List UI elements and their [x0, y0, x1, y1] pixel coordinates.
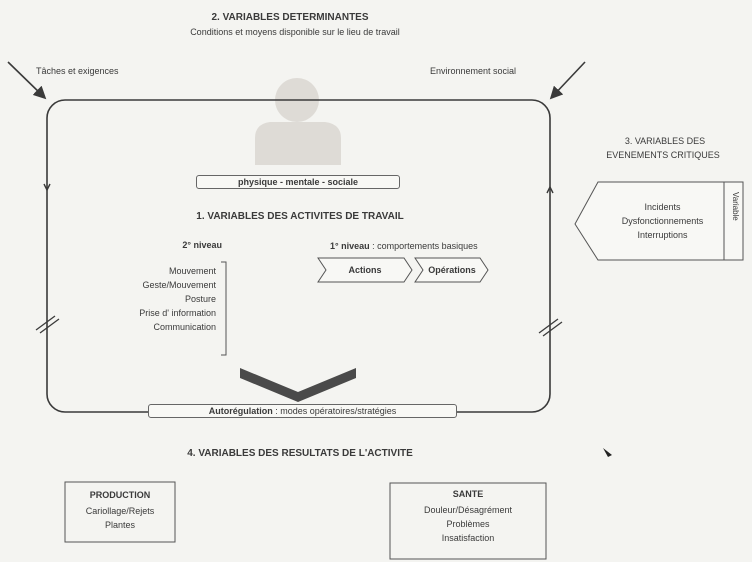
sante-title: SANTE	[452, 489, 484, 499]
autoregulation-title: Autorégulation	[208, 406, 273, 416]
left-input-label: Tâches et exigences	[36, 66, 119, 76]
right-input-label: Environnement social	[430, 66, 517, 76]
level2-item-5: Communication	[153, 322, 216, 332]
level2-item-3: Posture	[184, 294, 216, 304]
section3-item-1: Incidents	[644, 202, 681, 212]
section3-item-2: Dysfonctionnements	[621, 216, 704, 226]
section1-title: 1. VARIABLES DES ACTIVITES DE TRAVAIL	[196, 211, 404, 222]
sante-item-3: Insatisfaction	[441, 533, 495, 543]
section3-side-label: Variable	[731, 192, 740, 221]
level1-heading: 1° niveau : comportements basiques	[330, 241, 478, 252]
section3-title-line2: EVENEMENTS CRITIQUES	[606, 150, 720, 160]
sante-box	[389, 482, 547, 560]
production-item-1: Cariollage/Rejets	[85, 506, 155, 516]
section4-title: 4. VARIABLES DES RESULTATS DE L'ACTIVITE	[187, 448, 413, 459]
sante-item-2: Problèmes	[446, 519, 490, 529]
level2-item-4: Prise d' information	[139, 308, 216, 318]
section3-item-3: Interruptions	[637, 230, 688, 240]
operations-chevron	[414, 257, 489, 283]
section2-title: 2. VARIABLES DETERMINANTES	[211, 12, 369, 23]
level1-desc: : comportements basiques	[369, 241, 478, 251]
level2-item-1: Mouvement	[168, 266, 216, 276]
actions-label: Actions	[348, 265, 382, 275]
arrow-left	[7, 61, 47, 100]
production-item-2: Plantes	[104, 520, 136, 530]
actions-chevron	[317, 257, 413, 283]
level2-title: 2° niveau	[182, 240, 222, 250]
autoregulation-desc: : modes opératoires/stratégies	[272, 406, 397, 416]
section3-title-line1: 3. VARIABLES DES	[624, 136, 706, 146]
level1-title: 1° niveau	[330, 241, 370, 251]
production-box	[64, 481, 176, 543]
autoregulation-label: Autorégulation : modes opératoires/strat…	[148, 404, 457, 418]
person-icon	[255, 78, 341, 165]
arrow-right	[549, 61, 586, 100]
level2-item-2: Geste/Mouvement	[142, 280, 216, 290]
operations-label: Opérations	[428, 265, 476, 275]
critical-events-box	[574, 181, 744, 261]
sante-item-1: Douleur/Désagrément	[423, 505, 513, 515]
chevron-down-icon	[240, 368, 356, 402]
section2-subtitle: Conditions et moyens disponible sur le l…	[190, 27, 400, 37]
dimensions-label: physique - mentale - sociale	[196, 175, 400, 189]
production-title: PRODUCTION	[89, 490, 151, 500]
